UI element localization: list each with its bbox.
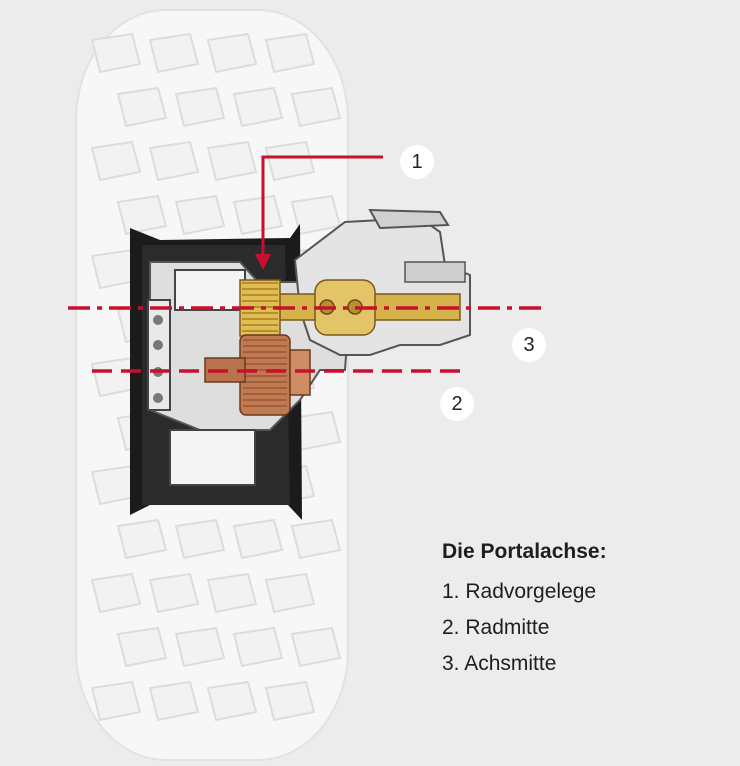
callout-1-leader bbox=[255, 155, 383, 270]
tread-block bbox=[206, 140, 258, 182]
gear-tooth bbox=[243, 387, 287, 389]
gear-tooth bbox=[242, 294, 278, 296]
tread-block bbox=[264, 680, 316, 722]
tread-block bbox=[290, 626, 342, 668]
tread-block bbox=[148, 572, 200, 614]
tread-block bbox=[174, 194, 226, 236]
gear-tooth bbox=[242, 324, 278, 326]
tread-block bbox=[148, 680, 200, 722]
tread-block bbox=[148, 32, 200, 74]
tread-block bbox=[232, 194, 284, 236]
gear-tooth bbox=[242, 288, 278, 290]
lower-gear bbox=[204, 334, 311, 416]
legend-item-radvorgelege: 1. Radvorgelege bbox=[442, 580, 597, 603]
tread-block bbox=[290, 86, 342, 128]
tread-block bbox=[148, 140, 200, 182]
tread-block bbox=[174, 518, 226, 560]
gear-tooth bbox=[242, 318, 278, 320]
tread-block bbox=[264, 572, 316, 614]
tread-block bbox=[116, 194, 168, 236]
gear-tooth bbox=[243, 375, 287, 377]
tread-block bbox=[90, 32, 142, 74]
gear-tooth bbox=[243, 345, 287, 347]
tread-block bbox=[264, 140, 316, 182]
tread-block bbox=[174, 626, 226, 668]
tread-block bbox=[116, 518, 168, 560]
tread-block bbox=[206, 32, 258, 74]
tread-block bbox=[90, 680, 142, 722]
tread-block bbox=[264, 32, 316, 74]
gear-tooth bbox=[243, 351, 287, 353]
gear-tooth bbox=[242, 330, 278, 332]
tread-block bbox=[116, 626, 168, 668]
gear-tooth bbox=[243, 363, 287, 365]
tread-block bbox=[174, 86, 226, 128]
callout-badge-2: 2 bbox=[440, 387, 474, 421]
gear-tooth bbox=[243, 399, 287, 401]
tread-block bbox=[232, 86, 284, 128]
tread-block bbox=[90, 572, 142, 614]
gear-tooth bbox=[242, 300, 278, 302]
gear-tooth bbox=[243, 393, 287, 395]
gear-tooth bbox=[242, 282, 278, 284]
legend-item-achsmitte: 3. Achsmitte bbox=[442, 652, 557, 675]
legend-item-radmitte: 2. Radmitte bbox=[442, 616, 550, 639]
callout-badge-1: 1 bbox=[400, 145, 434, 179]
gear-tooth bbox=[243, 339, 287, 341]
gear-tooth bbox=[243, 357, 287, 359]
callout-badge-3: 3 bbox=[512, 328, 546, 362]
tread-block bbox=[90, 140, 142, 182]
gear-tooth bbox=[243, 369, 287, 371]
gear-tooth bbox=[243, 381, 287, 383]
tread-block bbox=[116, 86, 168, 128]
gear-tooth bbox=[243, 405, 287, 407]
tread-block bbox=[290, 518, 342, 560]
tread-block bbox=[206, 572, 258, 614]
legend: Die Portalachse: 1. Radvorgelege 2. Radm… bbox=[442, 540, 607, 682]
gear-tooth bbox=[242, 312, 278, 314]
tread-block bbox=[232, 518, 284, 560]
gear-tooth bbox=[242, 306, 278, 308]
legend-title: Die Portalachse: bbox=[442, 540, 607, 563]
tread-block bbox=[232, 626, 284, 668]
tread-block bbox=[206, 680, 258, 722]
